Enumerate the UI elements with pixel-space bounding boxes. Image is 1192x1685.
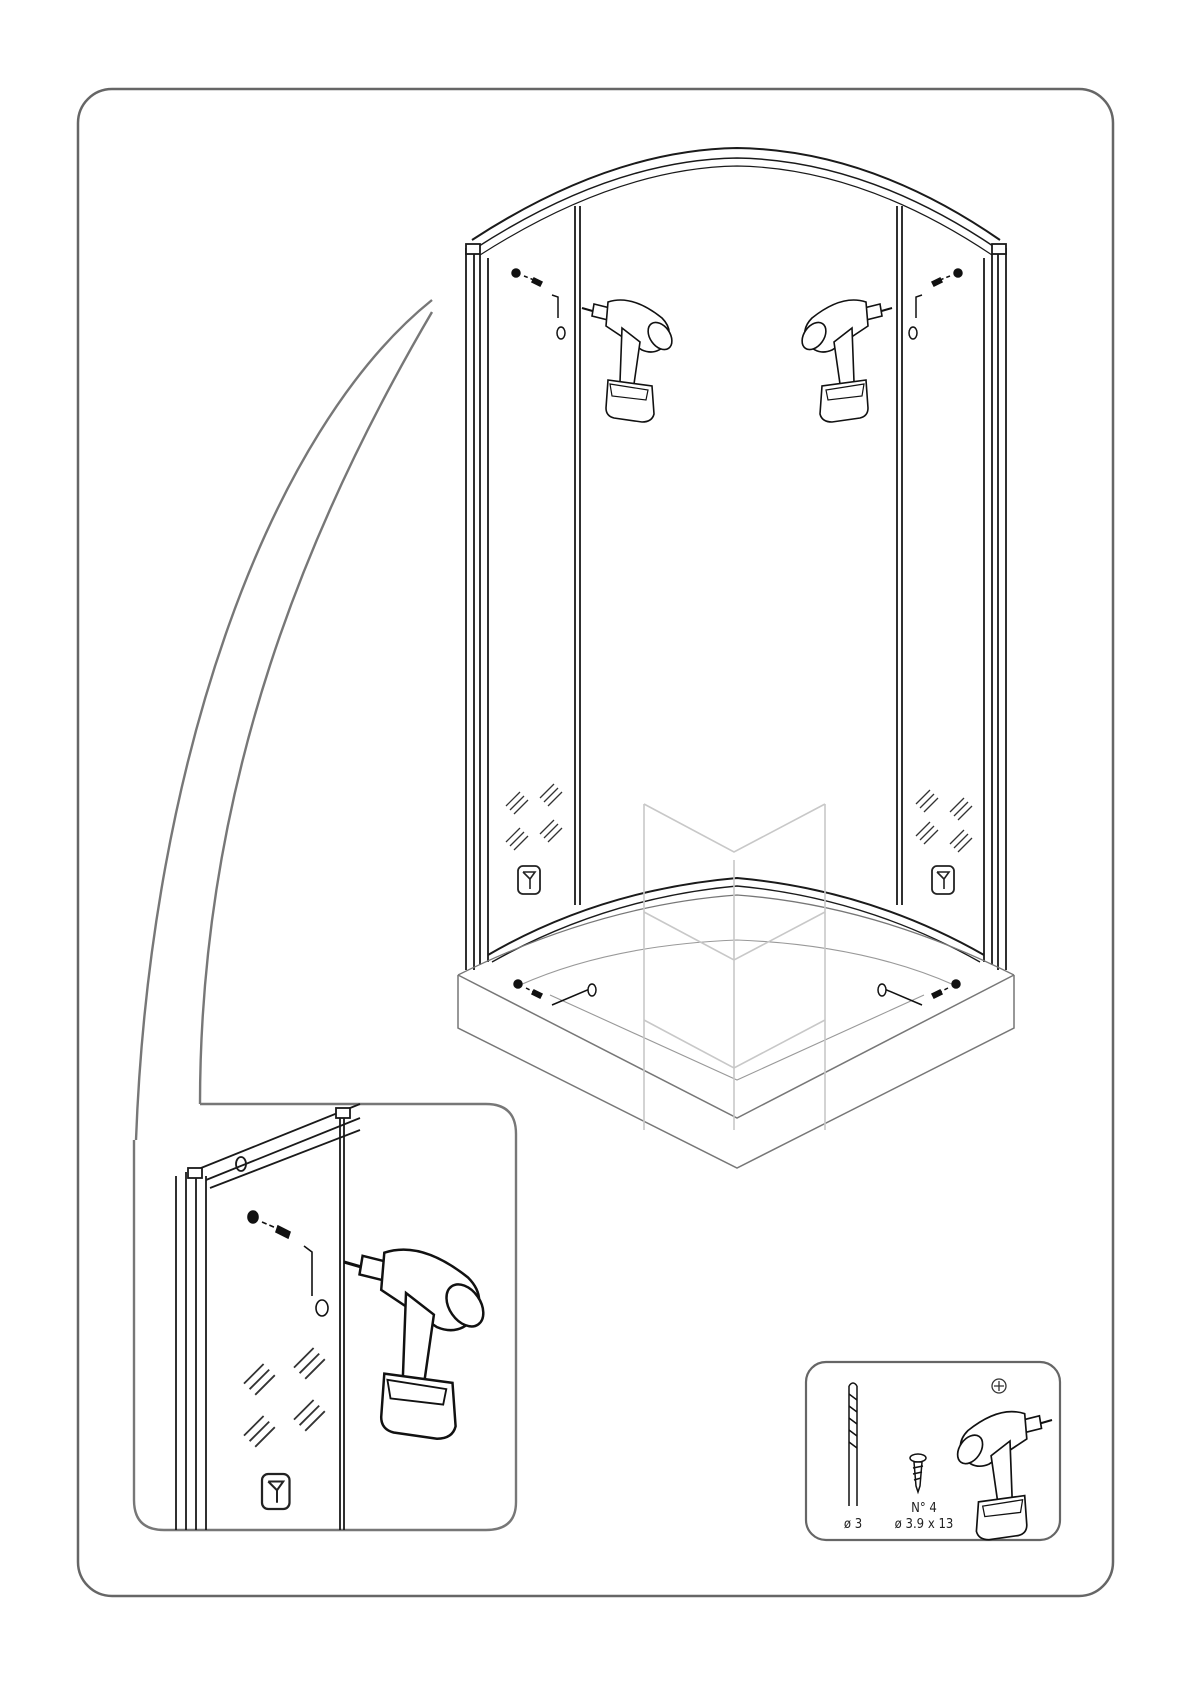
cordless-drill-icon	[582, 300, 677, 422]
glass-hatch-icon	[916, 822, 938, 844]
glass-symbol-icon	[932, 866, 954, 894]
cordless-drill-icon	[797, 300, 892, 422]
screw-count-label: N° 4	[911, 1501, 937, 1516]
tools-box: ø 3 N° 4 ø 3.9 x 13	[806, 1362, 1060, 1540]
glass-symbol-icon	[518, 866, 540, 894]
bottom-fixing-points	[514, 980, 960, 1005]
callout-wedge	[136, 300, 432, 1140]
glass-hatch-icon	[244, 1364, 275, 1395]
screw-size-label: ø 3.9 x 13	[895, 1517, 954, 1532]
drill-bit-size-label: ø 3	[844, 1517, 862, 1532]
glass-hatch-icon	[294, 1348, 325, 1379]
cordless-drill-icon	[952, 1412, 1052, 1540]
glass-hatch-icon	[506, 792, 528, 814]
glass-hatch-icon	[506, 828, 528, 850]
wall-corner-ghost	[644, 804, 825, 1130]
glass-hatch-icon	[244, 1416, 275, 1447]
glass-hatch-icon	[950, 830, 972, 852]
glass-hatch-icon	[540, 784, 562, 806]
glass-hatch-icon	[916, 790, 938, 812]
glass-hatch-icon	[540, 820, 562, 842]
screw-icon	[910, 1454, 926, 1492]
glass-symbol-icon	[262, 1474, 290, 1509]
glass-hatch-icon	[950, 798, 972, 820]
drill-bit-icon	[849, 1383, 857, 1506]
glass-hatch-icon	[294, 1400, 325, 1431]
cordless-drill-icon	[344, 1250, 491, 1439]
phillips-head-icon	[992, 1379, 1006, 1393]
detail-view	[134, 1104, 516, 1530]
shower-enclosure	[458, 148, 1014, 1168]
